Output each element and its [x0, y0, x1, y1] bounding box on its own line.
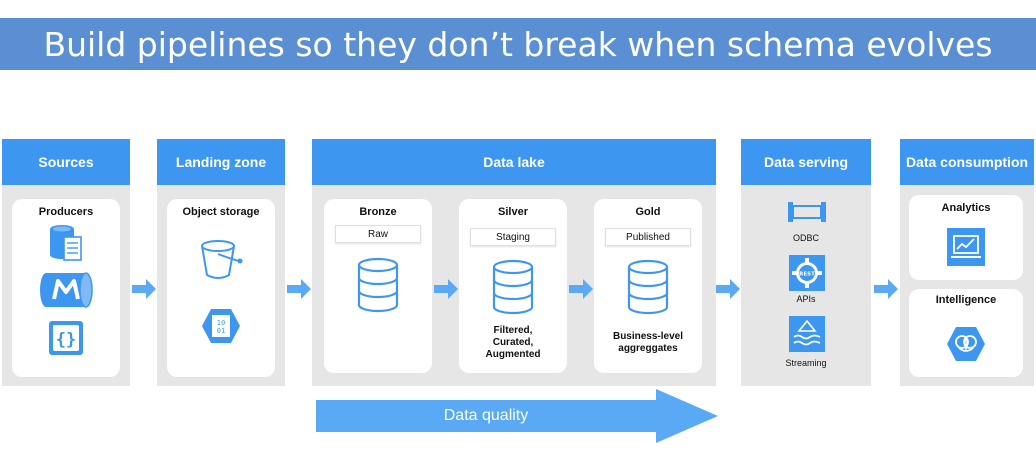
data-serving-header: Data serving — [741, 139, 871, 185]
binary-file-icon: 10 01 — [202, 309, 240, 343]
bronze-title: Bronze — [359, 206, 397, 218]
streaming-label: Streaming — [785, 358, 827, 368]
svg-text:10: 10 — [217, 319, 225, 327]
slide-title: Build pipelines so they don’t break when… — [0, 18, 1036, 70]
flow-arrow-icon — [132, 279, 156, 299]
brain-icon — [947, 327, 985, 361]
object-storage-card: Object storage 10 01 — [167, 199, 275, 377]
intelligence-card: Intelligence — [909, 289, 1023, 377]
data-consumption-panel: Data consumption Analytics Intelligence — [900, 139, 1034, 386]
data-quality-arrow — [316, 389, 718, 443]
sources-panel: Sources Producers {} — [2, 139, 130, 386]
silver-tag: Staging — [469, 228, 557, 246]
producers-card: Producers {} — [12, 199, 120, 377]
rest-api-icon: REST — [789, 255, 825, 291]
flow-arrow-icon — [287, 279, 311, 299]
database-icon — [357, 257, 399, 313]
bronze-tag: Raw — [334, 225, 422, 243]
data-lake-header: Data lake — [312, 139, 716, 185]
flow-arrow-icon — [569, 279, 593, 299]
bucket-icon — [201, 240, 243, 279]
pipe-icon — [788, 202, 826, 222]
data-quality-label: Data quality — [443, 407, 529, 424]
analytics-title: Analytics — [941, 202, 991, 214]
database-icon — [492, 259, 534, 315]
svg-text:01: 01 — [217, 327, 225, 335]
flow-arrow-icon — [434, 279, 458, 299]
landing-zone-panel: Landing zone Object storage 10 01 — [157, 139, 285, 386]
database-icon — [627, 259, 669, 315]
gold-note: Business-level aggreggates — [594, 331, 702, 355]
flow-arrow-icon — [874, 279, 898, 299]
streaming-icon — [789, 316, 825, 352]
json-braces-icon: {} — [49, 321, 83, 355]
silver-title: Silver — [498, 206, 528, 218]
analytics-chart-icon — [947, 228, 985, 266]
gold-note-line-2: aggreggates — [618, 343, 678, 354]
message-queue-icon — [40, 272, 93, 308]
silver-note-line-2: Curated, — [492, 337, 534, 348]
data-serving-panel: Data serving ODBC REST APIs Streaming — [741, 139, 871, 386]
data-lake-panel: Data lake Bronze Raw Silver Staging Filt… — [312, 139, 716, 386]
gold-card: Gold Published Business-level aggreggate… — [594, 199, 702, 373]
silver-card: Silver Staging Filtered, Curated, Augmen… — [459, 199, 567, 373]
gold-tag: Published — [604, 228, 692, 246]
bronze-card: Bronze Raw — [324, 199, 432, 373]
silver-note-line-1: Filtered, — [493, 325, 533, 336]
silver-note-line-3: Augmented — [485, 349, 541, 360]
odbc-label: ODBC — [792, 233, 819, 243]
object-storage-title: Object storage — [182, 206, 260, 218]
producers-title: Producers — [38, 206, 94, 218]
intelligence-title: Intelligence — [935, 294, 997, 306]
svg-text:{}: {} — [56, 330, 76, 350]
landing-zone-header: Landing zone — [157, 139, 285, 185]
sources-header: Sources — [2, 139, 130, 185]
svg-text:REST: REST — [799, 272, 815, 278]
apis-label: APIs — [796, 294, 816, 304]
database-document-icon — [50, 225, 82, 261]
flow-arrow-icon — [716, 279, 740, 299]
gold-note-line-1: Business-level — [612, 331, 684, 342]
gold-title: Gold — [635, 206, 661, 218]
silver-note: Filtered, Curated, Augmented — [459, 325, 567, 361]
data-consumption-header: Data consumption — [900, 139, 1034, 185]
analytics-card: Analytics — [909, 195, 1023, 280]
